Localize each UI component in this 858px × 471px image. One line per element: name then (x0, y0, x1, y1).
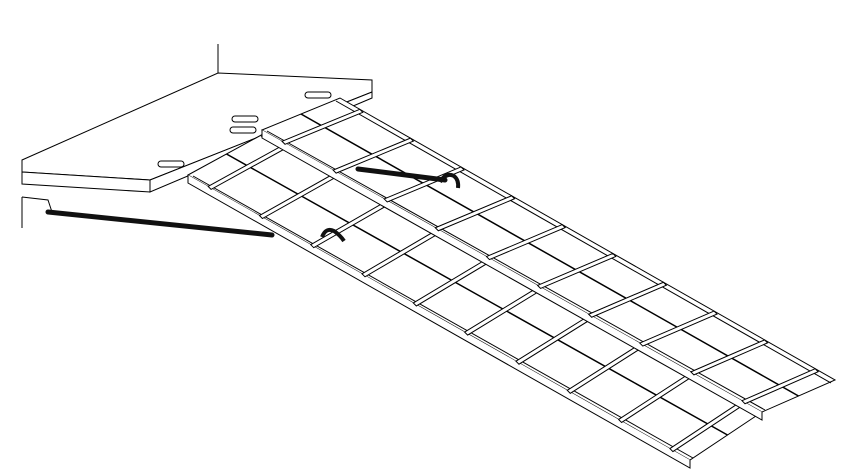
track-1-pin (157, 160, 185, 168)
hook-left (320, 227, 346, 243)
track-2-rail-side (261, 130, 763, 421)
track-2-rung (332, 137, 415, 174)
track-1-center-line (226, 153, 728, 436)
track-2-rung (536, 252, 617, 290)
track-2-rung (741, 368, 820, 405)
track-2-rung (690, 339, 769, 376)
track-2-pin (231, 115, 259, 123)
track-1-rail-side (187, 175, 691, 469)
track-2-rung (434, 195, 516, 232)
track-2-rail-lip-inner (335, 100, 832, 384)
track-1-rail-lip (192, 175, 694, 459)
track-2-rung (281, 108, 364, 145)
hook-right (438, 172, 461, 189)
support-bar-left (45, 209, 275, 238)
track-2-rung (485, 223, 567, 261)
ramp-tracks (157, 91, 837, 469)
track-2-center-line (300, 113, 799, 397)
platform-underside (21, 196, 53, 213)
track-2-rail-lip (266, 130, 766, 411)
support-bar-right (355, 166, 448, 183)
track-2-pin (304, 91, 332, 99)
track-2-rung (587, 281, 668, 318)
support-bars (45, 166, 461, 243)
track-2-rung (638, 310, 718, 347)
track-1-pin (229, 126, 257, 134)
